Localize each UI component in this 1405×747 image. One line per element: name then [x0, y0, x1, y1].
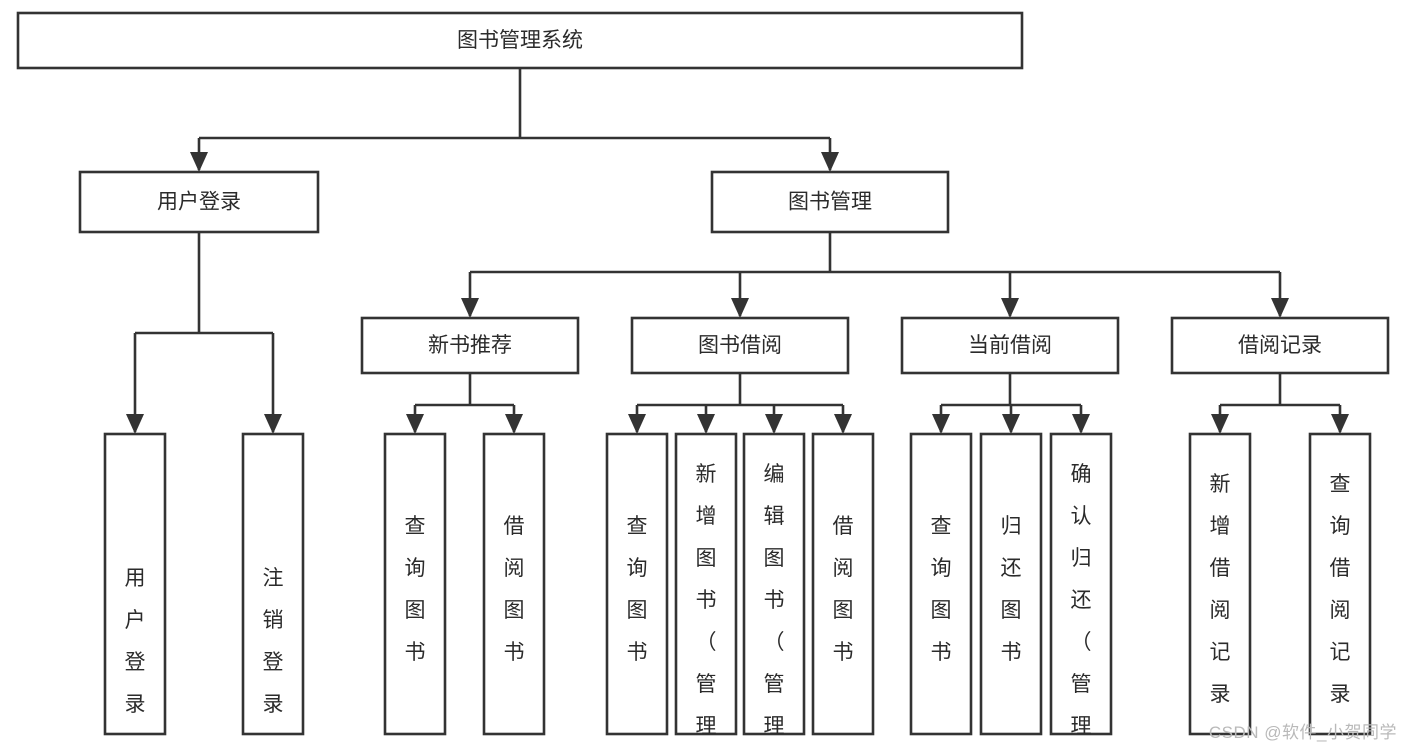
node-label-cb-confirm-ret: 确认归还（管理员）	[1071, 463, 1092, 747]
node-bb-edit-book[interactable]: 编辑图书（管理员）	[742, 432, 806, 747]
arrow-head-icon-bb-query-book	[628, 414, 646, 434]
arrow-head-icon-bb-borrow-book	[834, 414, 852, 434]
node-nbr-query-book[interactable]: 查询图书	[383, 432, 447, 736]
node-label-bb-borrow-book: 借阅图书	[833, 515, 854, 664]
node-label-bb-edit-book: 编辑图书（管理员）	[764, 463, 785, 747]
watermark-label: CSDN @软件_小贺同学	[1208, 723, 1397, 742]
arrow-head-icon-cb-query-book	[932, 414, 950, 434]
arrow-head-icon-bb-edit-book	[765, 414, 783, 434]
node-label-bb-query-book: 查询图书	[627, 515, 648, 664]
node-label-nbr-query-book: 查询图书	[405, 515, 426, 664]
node-book-manage[interactable]: 图书管理	[710, 170, 950, 234]
node-root[interactable]: 图书管理系统	[16, 11, 1024, 70]
arrow-head-icon-cb-confirm-ret	[1072, 414, 1090, 434]
node-box-bb-borrow-book	[811, 432, 875, 736]
arrow-head-icon-user-login	[190, 152, 208, 172]
node-box-book-borrow	[630, 316, 850, 375]
node-box-cb-query-book	[909, 432, 973, 736]
node-label-user-login-do: 用户登录	[125, 567, 146, 716]
node-box-current-borrow	[900, 316, 1120, 375]
node-box-bb-add-book	[674, 432, 738, 736]
node-box-root	[16, 11, 1024, 70]
arrow-head-icon-user-login-do	[126, 414, 144, 434]
node-br-add-record[interactable]: 新增借阅记录	[1188, 432, 1252, 736]
node-label-user-login: 用户登录	[157, 191, 241, 214]
node-label-br-query-record: 查询借阅记录	[1330, 473, 1351, 706]
node-box-cb-return-book	[979, 432, 1043, 736]
node-cb-confirm-ret[interactable]: 确认归还（管理员）	[1049, 432, 1113, 747]
node-bb-add-book[interactable]: 新增图书（管理员）	[674, 432, 738, 747]
node-label-bb-add-book: 新增图书（管理员）	[696, 463, 717, 747]
node-current-borrow[interactable]: 当前借阅	[900, 316, 1120, 375]
node-label-current-borrow: 当前借阅	[968, 334, 1052, 357]
node-box-user-logout	[241, 432, 305, 736]
node-label-book-manage: 图书管理	[788, 191, 872, 214]
node-label-new-book-rec: 新书推荐	[428, 334, 512, 357]
arrow-head-icon-user-logout	[264, 414, 282, 434]
node-box-nbr-query-book	[383, 432, 447, 736]
node-user-login-do[interactable]: 用户登录	[103, 432, 167, 736]
node-box-user-login-do	[103, 432, 167, 736]
node-label-cb-return-book: 归还图书	[1001, 515, 1022, 664]
node-nbr-borrow-book[interactable]: 借阅图书	[482, 432, 546, 736]
arrow-head-icon-new-book-rec	[461, 298, 479, 318]
arrow-head-icon-current-borrow	[1001, 298, 1019, 318]
node-label-borrow-records: 借阅记录	[1238, 334, 1322, 357]
node-borrow-records[interactable]: 借阅记录	[1170, 316, 1390, 375]
arrow-head-icon-cb-return-book	[1002, 414, 1020, 434]
node-box-br-add-record	[1188, 432, 1252, 736]
node-box-nbr-borrow-book	[482, 432, 546, 736]
node-label-nbr-borrow-book: 借阅图书	[504, 515, 525, 664]
node-user-logout[interactable]: 注销登录	[241, 432, 305, 736]
node-bb-borrow-book[interactable]: 借阅图书	[811, 432, 875, 736]
arrow-head-icon-bb-add-book	[697, 414, 715, 434]
node-box-br-query-record	[1308, 432, 1372, 736]
node-label-cb-query-book: 查询图书	[931, 515, 952, 664]
arrow-head-icon-nbr-query-book	[406, 414, 424, 434]
node-cb-query-book[interactable]: 查询图书	[909, 432, 973, 736]
node-box-book-manage	[710, 170, 950, 234]
node-label-user-logout: 注销登录	[263, 567, 284, 716]
node-box-bb-query-book	[605, 432, 669, 736]
node-box-new-book-rec	[360, 316, 580, 375]
node-new-book-rec[interactable]: 新书推荐	[360, 316, 580, 375]
arrow-head-icon-br-query-record	[1331, 414, 1349, 434]
node-label-book-borrow: 图书借阅	[698, 334, 782, 357]
node-user-login[interactable]: 用户登录	[78, 170, 320, 234]
arrow-head-icon-borrow-records	[1271, 298, 1289, 318]
arrow-head-icon-book-manage	[821, 152, 839, 172]
node-cb-return-book[interactable]: 归还图书	[979, 432, 1043, 736]
node-label-root: 图书管理系统	[457, 29, 583, 52]
node-bb-query-book[interactable]: 查询图书	[605, 432, 669, 736]
node-box-bb-edit-book	[742, 432, 806, 736]
node-book-borrow[interactable]: 图书借阅	[630, 316, 850, 375]
node-br-query-record[interactable]: 查询借阅记录	[1308, 432, 1372, 736]
node-label-br-add-record: 新增借阅记录	[1210, 473, 1231, 706]
arrow-head-icon-nbr-borrow-book	[505, 414, 523, 434]
arrow-head-icon-br-add-record	[1211, 414, 1229, 434]
arrow-head-icon-book-borrow	[731, 298, 749, 318]
node-box-cb-confirm-ret	[1049, 432, 1113, 736]
